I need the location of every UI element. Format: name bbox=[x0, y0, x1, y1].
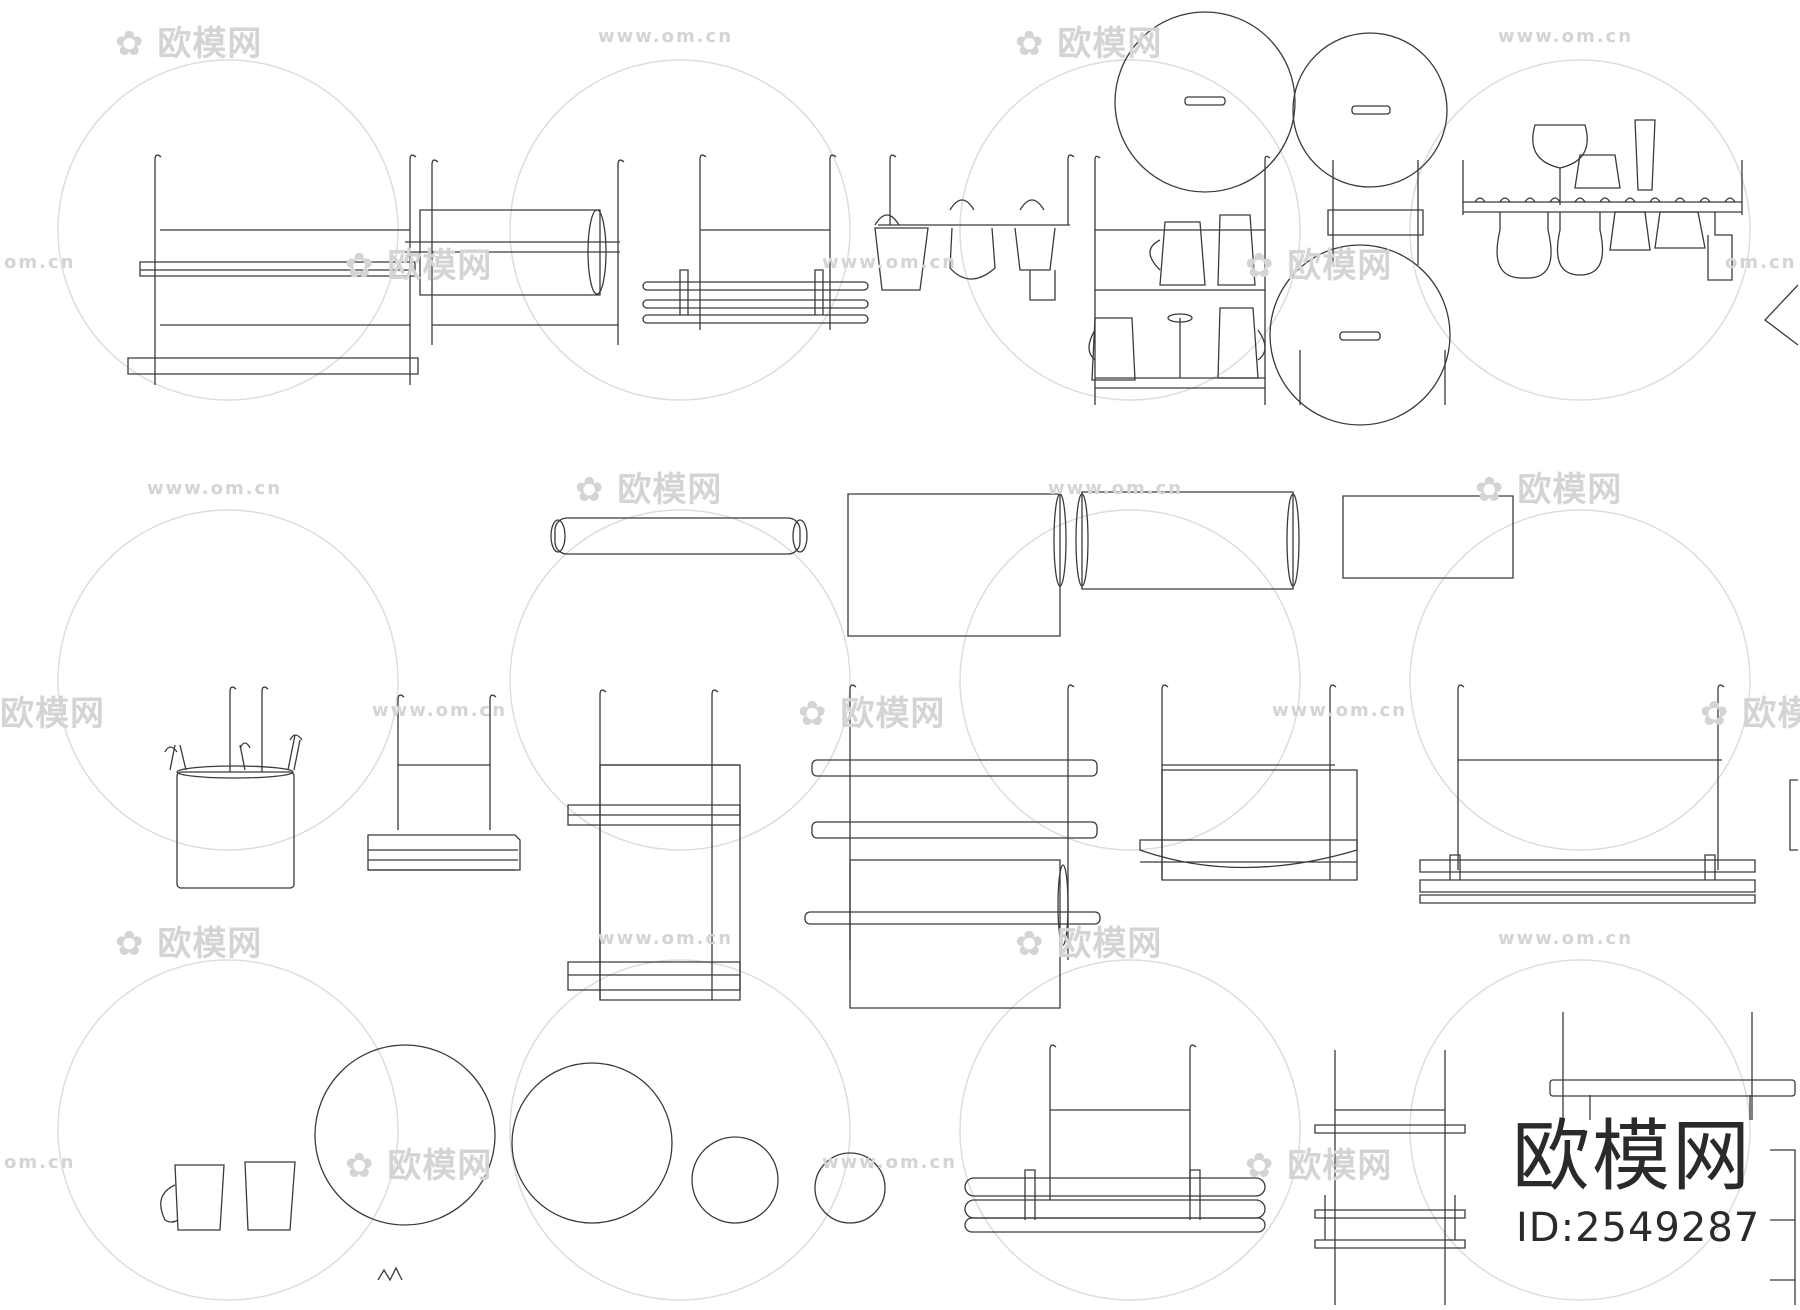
watermark-url: www.om.cn bbox=[1048, 478, 1184, 499]
paper-roll-small bbox=[1343, 496, 1513, 578]
long-basket-rack bbox=[1420, 685, 1755, 903]
corner-basket-rack bbox=[368, 695, 520, 870]
spice-rack bbox=[1140, 685, 1357, 880]
corner-shelf-rack bbox=[1550, 1012, 1795, 1305]
double-shelf-rack bbox=[128, 155, 418, 385]
mugs-and-plates bbox=[161, 1045, 885, 1280]
watermark-url: om.cn bbox=[1725, 252, 1797, 273]
brand-logo-text: 欧模网 bbox=[1512, 1112, 1753, 1202]
watermark-url: www.om.cn bbox=[1498, 928, 1634, 949]
cut-off-item-2 bbox=[1790, 780, 1798, 850]
model-id-label: ID:2549287 bbox=[1516, 1205, 1761, 1251]
watermark-logo: ✿ 欧模网 bbox=[345, 1146, 493, 1186]
hanging-cup-rail bbox=[875, 155, 1074, 300]
paper-roll-medium bbox=[1076, 492, 1299, 589]
watermark-logo-partial: 欧模网 bbox=[0, 694, 105, 734]
watermark-url: www.om.cn bbox=[822, 1152, 958, 1173]
cut-off-item bbox=[1765, 285, 1798, 345]
watermark-url: om.cn bbox=[4, 252, 76, 273]
wine-glass-rack bbox=[1463, 120, 1742, 280]
watermark-logo: ✿ 欧模网 bbox=[1245, 1146, 1393, 1186]
watermark-url: www.om.cn bbox=[598, 26, 734, 47]
wire-basket-rack bbox=[643, 155, 868, 330]
watermark-logo: ✿ 欧模网 bbox=[345, 246, 493, 286]
utensil-holder bbox=[165, 687, 302, 888]
watermark-logo: ✿ 欧模网 bbox=[1700, 694, 1800, 734]
watermark-url: www.om.cn bbox=[147, 478, 283, 499]
plate-lids-rack bbox=[1115, 12, 1450, 425]
watermark-logo: ✿ 欧模网 bbox=[1475, 470, 1623, 510]
kitchen-hardware-line-drawing bbox=[128, 12, 1798, 1305]
watermark-url: www.om.cn bbox=[372, 700, 508, 721]
watermark-url: www.om.cn bbox=[822, 252, 958, 273]
watermark-logo: ✿ 欧模网 bbox=[115, 24, 263, 64]
watermark-logo: ✿ 欧模网 bbox=[1015, 24, 1163, 64]
paper-towel-holder bbox=[405, 160, 624, 345]
watermark-url: om.cn bbox=[4, 1152, 76, 1173]
two-tier-shelf bbox=[568, 690, 740, 1000]
watermark-logo: ✿ 欧模网 bbox=[575, 470, 723, 510]
watermark-logo: ✿ 欧模网 bbox=[115, 924, 263, 964]
oval-basket-rack bbox=[965, 1045, 1265, 1232]
foil-roll bbox=[551, 518, 807, 554]
roll-holder-triple bbox=[805, 685, 1100, 1008]
watermark-url: www.om.cn bbox=[1498, 26, 1634, 47]
narrow-shelf-rack bbox=[1315, 1050, 1465, 1305]
watermark-logo: ✿ 欧模网 bbox=[1245, 246, 1393, 286]
paper-roll-large bbox=[848, 494, 1066, 636]
watermark-url: www.om.cn bbox=[598, 928, 734, 949]
watermark-logo: ✿ 欧模网 bbox=[798, 694, 946, 734]
watermark-logo: ✿ 欧模网 bbox=[1015, 924, 1163, 964]
watermark-url: www.om.cn bbox=[1272, 700, 1408, 721]
mug-rack bbox=[1089, 156, 1270, 405]
watermark-circles bbox=[58, 60, 1750, 1300]
